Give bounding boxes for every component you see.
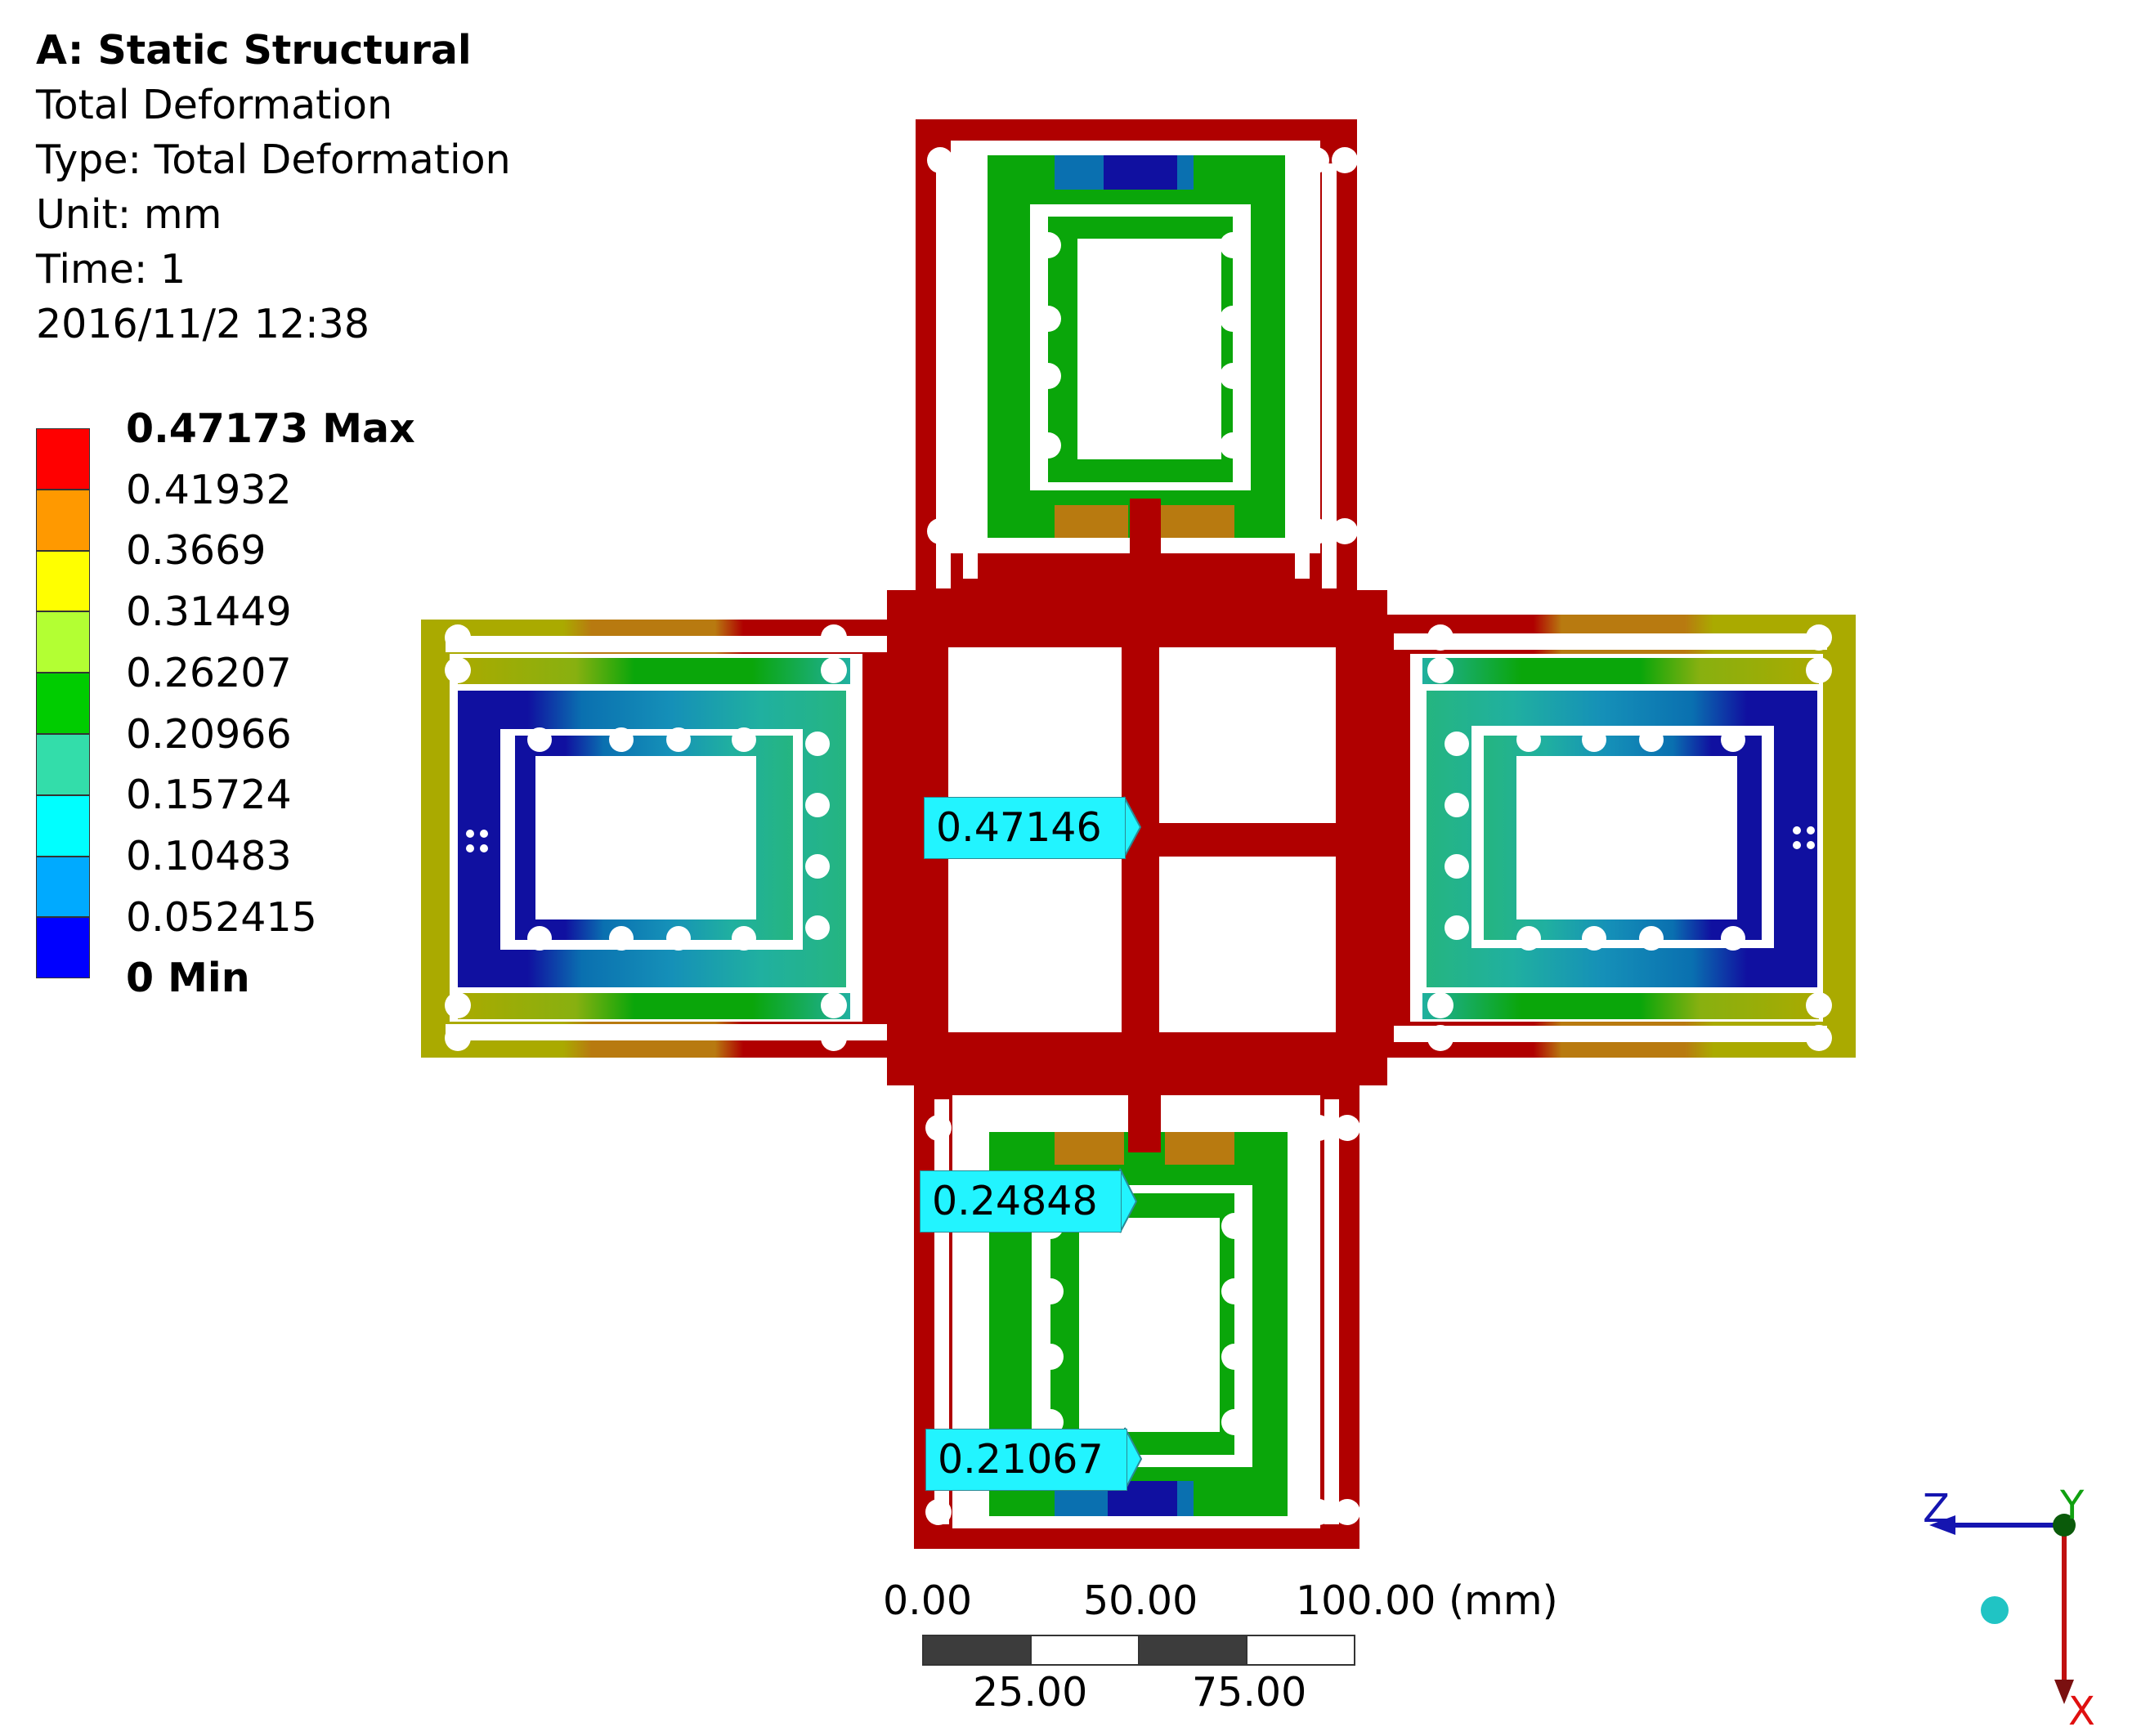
scale-segment (1138, 1635, 1247, 1666)
legend-swatch (36, 550, 90, 612)
left-arm (421, 620, 895, 1058)
legend-swatch (36, 917, 90, 979)
legend-swatch (36, 611, 90, 673)
scale-segment (1246, 1635, 1355, 1666)
scale-label: 75.00 (1192, 1669, 1307, 1716)
probe-value: 0.47146 (924, 797, 1126, 859)
result-timestamp: 2016/11/2 12:38 (36, 301, 370, 347)
x-axis-label: X (2068, 1689, 2095, 1733)
legend-max-label: 0.47173 Max (126, 405, 415, 452)
legend-label: 0.052415 (126, 894, 317, 941)
scale-segment (1030, 1635, 1140, 1666)
scale-label: 100.00 (mm) (1296, 1577, 1558, 1624)
legend-color-bar (36, 428, 90, 979)
legend-label: 0.20966 (126, 711, 292, 758)
legend-swatch (36, 428, 90, 490)
z-axis-arrow-icon (1929, 1515, 1955, 1535)
legend-label: 0.3669 (126, 527, 267, 574)
scale-label: 25.00 (973, 1669, 1088, 1716)
legend-swatch (36, 856, 90, 918)
legend-swatch (36, 489, 90, 551)
right-arm (1382, 615, 1856, 1058)
result-name: Total Deformation (36, 82, 393, 128)
y-axis-dot-icon (2053, 1514, 2076, 1537)
top-arm (916, 119, 1358, 602)
probe-value: 0.21067 (925, 1429, 1127, 1491)
result-type: Type: Total Deformation (36, 136, 511, 183)
z-axis-label: Z (1923, 1486, 1950, 1532)
probe-value: 0.24848 (920, 1170, 1122, 1233)
legend-label: 0.31449 (126, 588, 292, 635)
scale-segment (922, 1635, 1032, 1666)
axis-triad[interactable]: Z Y X (1905, 1479, 2150, 1733)
legend-swatch (36, 794, 90, 857)
x-axis-arrow-icon (2054, 1680, 2074, 1704)
result-info: A: Static Structural Total Deformation T… (36, 23, 511, 351)
result-time: Time: 1 (36, 246, 186, 293)
rotation-center-icon (1981, 1596, 2009, 1624)
scale-label: 50.00 (1083, 1577, 1198, 1624)
result-unit: Unit: mm (36, 191, 222, 238)
legend-label: 0.15724 (126, 772, 292, 818)
legend-min-label: 0 Min (126, 955, 250, 1001)
legend-label: 0.10483 (126, 833, 292, 879)
legend-swatch (36, 733, 90, 795)
scale-label: 0.00 (883, 1577, 973, 1624)
legend-label: 0.41932 (126, 467, 292, 513)
system-title: A: Static Structural (36, 27, 472, 74)
y-axis-label: Y (2059, 1483, 2085, 1528)
legend-label: 0.26207 (126, 650, 292, 696)
legend-swatch (36, 673, 90, 734)
